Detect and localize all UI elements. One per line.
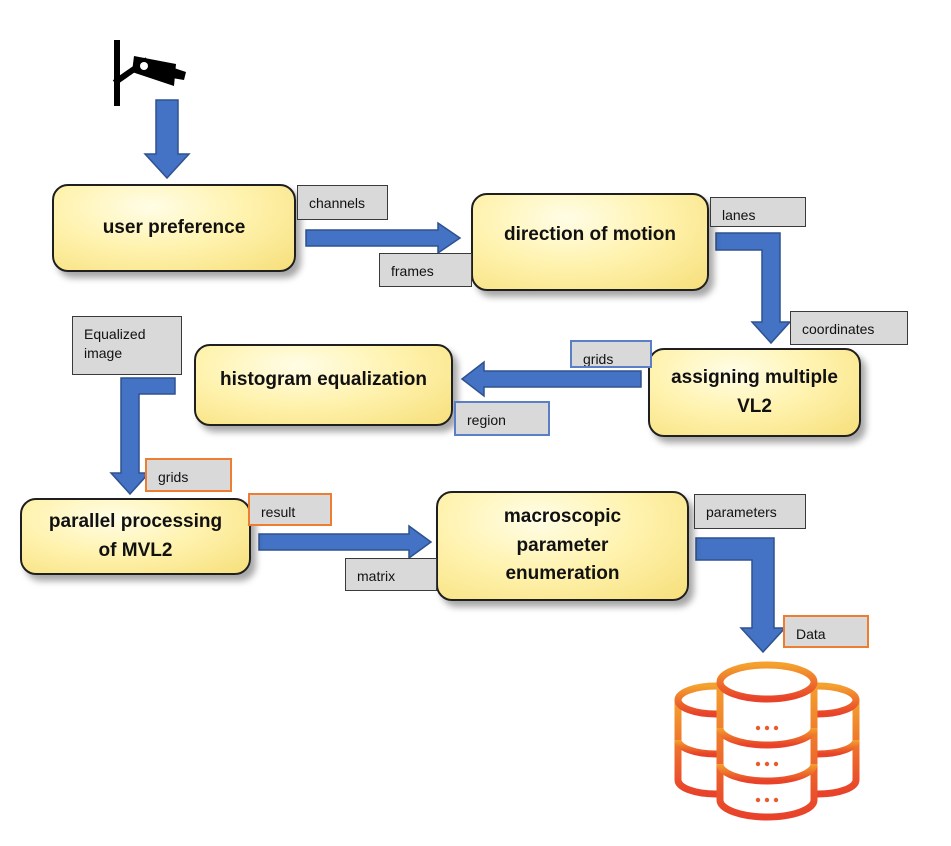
- macroscopic-line-1: macroscopic: [503, 506, 622, 528]
- label-equalized-image: Equalized image: [72, 316, 182, 375]
- arrow-user-preference-to-direction: [305, 221, 462, 255]
- arrow-camera-to-user-preference: [143, 99, 191, 180]
- label-region: region: [454, 401, 550, 436]
- label-channels: channels: [297, 185, 388, 220]
- node-histogram-equalization: histogram equalization: [194, 344, 453, 426]
- assigning-line-1: assigning multiple: [671, 367, 838, 388]
- label-lanes: lanes: [710, 197, 806, 227]
- label-result: result: [248, 493, 332, 526]
- node-direction-of-motion: direction of motion: [471, 193, 709, 291]
- equalized-line-2: image: [84, 344, 123, 361]
- arrow-direction-to-assigning: [715, 232, 792, 345]
- assigning-line-2: VL2: [737, 395, 772, 417]
- node-user-preference: user preference: [52, 184, 296, 272]
- label-grids-top: grids: [570, 340, 652, 368]
- label-data: Data: [783, 615, 869, 648]
- arrow-macroscopic-to-data: [695, 537, 787, 654]
- node-assigning-multiple-vl2: assigning multiple VL2: [648, 348, 861, 437]
- label-matrix: matrix: [345, 558, 437, 591]
- database-icon: [674, 661, 860, 821]
- label-parameters: parameters: [694, 494, 806, 529]
- macroscopic-line-3: enumeration: [505, 563, 620, 585]
- arrow-histogram-to-parallel: [109, 377, 176, 496]
- label-grids-bottom: grids: [145, 458, 232, 492]
- parallel-line-2: of MVL2: [98, 539, 173, 561]
- arrow-parallel-to-macroscopic: [258, 524, 433, 560]
- macroscopic-line-2: parameter: [516, 534, 609, 556]
- label-coordinates: coordinates: [790, 311, 908, 345]
- label-frames: frames: [379, 253, 472, 287]
- node-macroscopic-parameter-enumeration: macroscopic parameter enumeration: [436, 491, 689, 601]
- node-parallel-processing: parallel processing of MVL2: [20, 498, 251, 575]
- equalized-line-1: Equalized: [84, 326, 146, 342]
- arrow-assigning-to-histogram: [460, 360, 642, 398]
- surveillance-camera-icon: [112, 40, 186, 106]
- parallel-line-1: parallel processing: [48, 511, 223, 532]
